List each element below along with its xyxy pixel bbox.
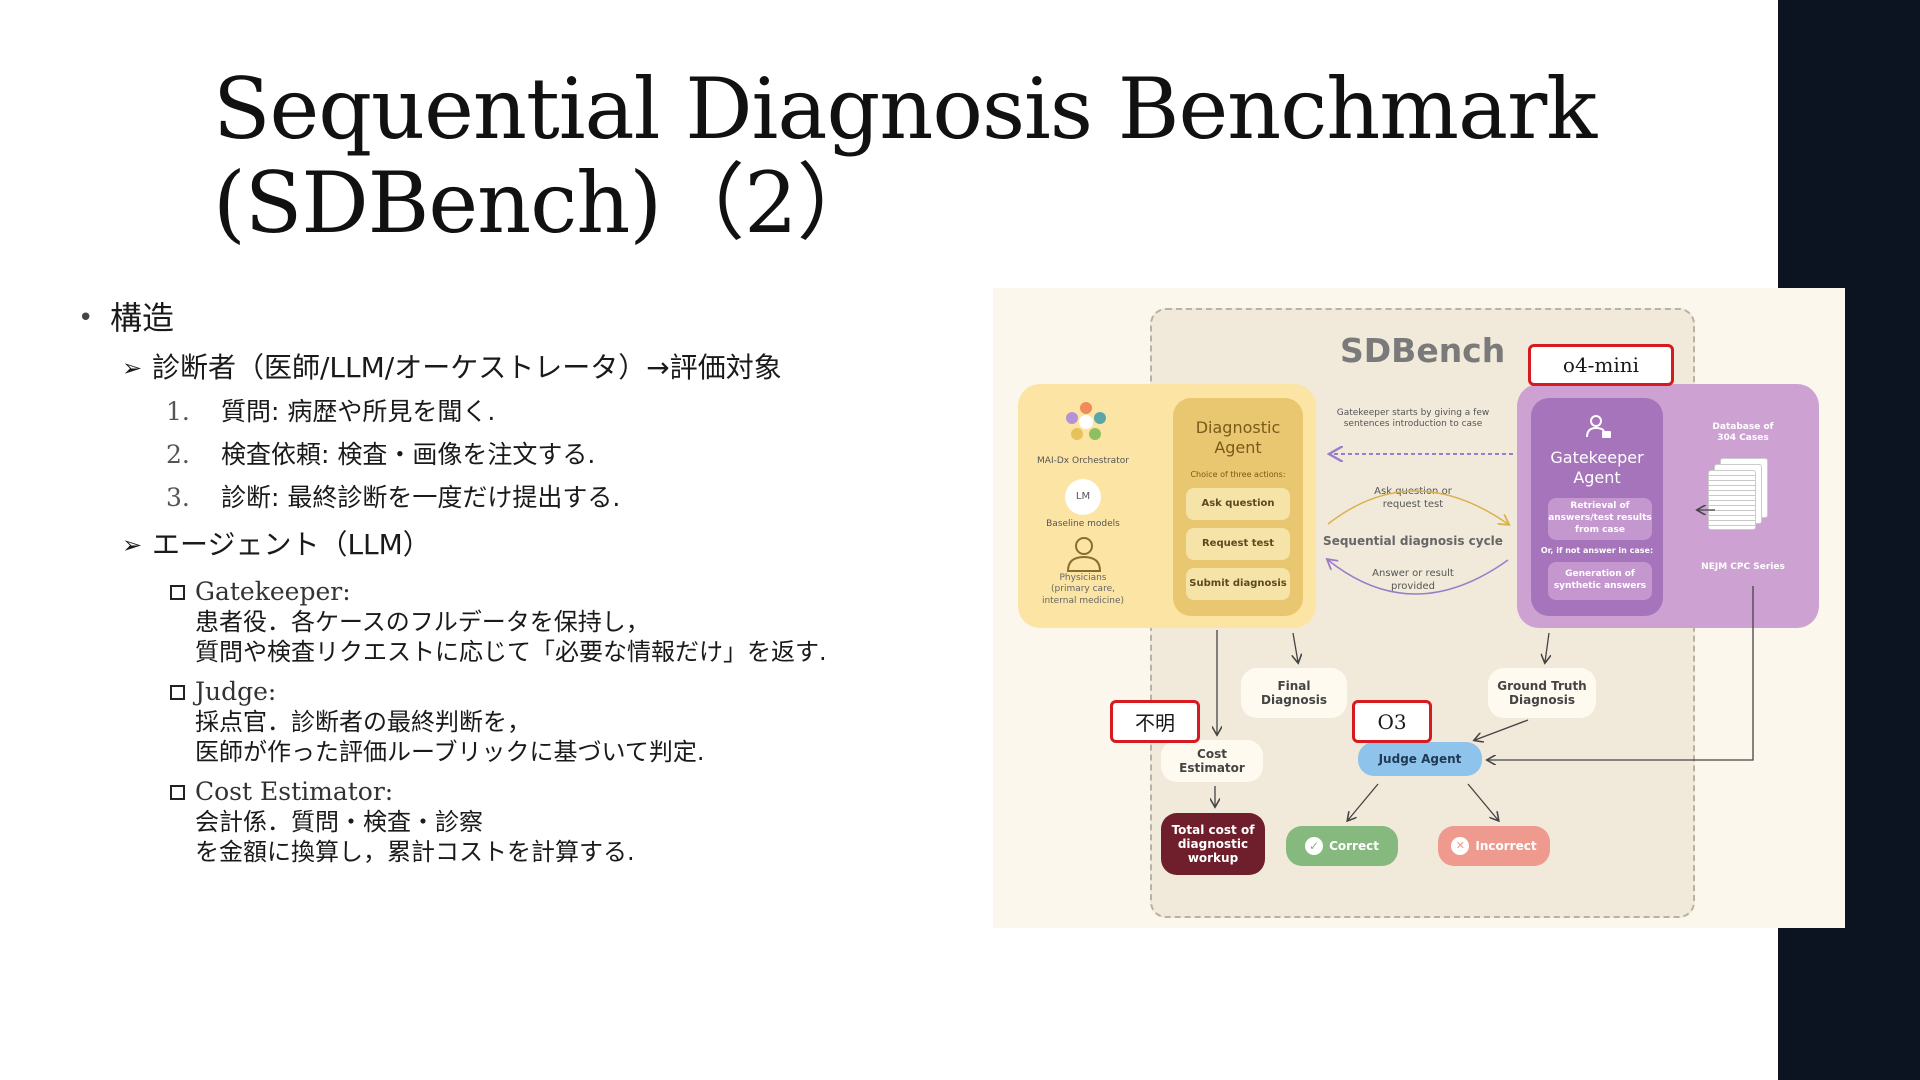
step-item: 2. 検査依頼: 検査・画像を注文する. bbox=[78, 433, 978, 476]
agent-name: Gatekeeper: bbox=[195, 577, 351, 606]
agents-item: ➢ エージェント（LLM） bbox=[78, 523, 978, 567]
agent-desc: を金額に換算し，累計コストを計算する. bbox=[195, 838, 635, 866]
incorrect-node: ✕ Incorrect bbox=[1438, 826, 1550, 866]
physician-icon bbox=[1066, 537, 1102, 572]
submit-diagnosis-action: Submit diagnosis bbox=[1186, 568, 1290, 600]
agent-cost-estimator: Cost Estimator: 会計係．質問・検査・診察 を金額に換算し，累計コ… bbox=[78, 777, 978, 867]
agent-desc: 患者役．各ケースのフルデータを保持し， bbox=[195, 608, 650, 636]
nejm-label: NEJM CPC Series bbox=[1701, 562, 1785, 572]
ground-truth-node: Ground Truth Diagnosis bbox=[1488, 668, 1596, 718]
arrow-bullet-icon: ➢ bbox=[122, 354, 143, 382]
step-text: 検査依頼: 検査・画像を注文する. bbox=[221, 440, 596, 469]
step-number: 1. bbox=[166, 397, 190, 426]
unknown-annotation: 不明 bbox=[1110, 700, 1200, 743]
gatekeeper-person-icon bbox=[1586, 415, 1611, 438]
cost-estimator-node: Cost Estimator bbox=[1161, 740, 1263, 782]
square-bullet-icon bbox=[170, 785, 185, 800]
agent-desc: 採点官．診断者の最終判断を， bbox=[195, 708, 531, 736]
ask-question-action: Ask question bbox=[1186, 488, 1290, 520]
agents-text: エージェント（LLM） bbox=[152, 528, 431, 561]
judge-agent-node: Judge Agent bbox=[1358, 742, 1482, 776]
step-item: 3. 診断: 最終診断を一度だけ提出する. bbox=[78, 476, 978, 519]
cross-icon: ✕ bbox=[1451, 837, 1470, 855]
incorrect-label: Incorrect bbox=[1475, 839, 1537, 853]
bullet-dot: • bbox=[78, 303, 94, 333]
diagnostician-item: ➢ 診断者（医師/LLM/オーケストレータ）→評価対象 bbox=[78, 346, 978, 390]
or-label: Or, if not answer in case: bbox=[1540, 546, 1654, 555]
generation-box: Generation of synthetic answers bbox=[1548, 562, 1652, 600]
baseline-label: Baseline models bbox=[1046, 519, 1120, 529]
step-text: 診断: 最終診断を一度だけ提出する. bbox=[221, 483, 621, 512]
diagnostician-text: 診断者（医師/LLM/オーケストレータ）→評価対象 bbox=[152, 351, 782, 384]
request-test-action: Request test bbox=[1186, 528, 1290, 560]
o3-annotation: O3 bbox=[1352, 700, 1432, 743]
sdbench-title: SDBench bbox=[1340, 331, 1506, 370]
slide-body: • 構造 ➢ 診断者（医師/LLM/オーケストレータ）→評価対象 1. 質問: … bbox=[78, 290, 978, 867]
diagnostic-agent-title: Diagnostic Agent bbox=[1195, 418, 1281, 457]
step-text: 質問: 病歴や所見を聞く. bbox=[221, 397, 496, 426]
agent-desc: 医師が作った評価ルーブリックに基づいて判定. bbox=[195, 738, 705, 766]
title-line-2: (SDBench)（2） bbox=[213, 154, 881, 252]
square-bullet-icon bbox=[170, 685, 185, 700]
correct-node: ✓ Correct bbox=[1286, 826, 1398, 866]
structure-heading: 構造 bbox=[110, 299, 175, 337]
agent-desc: 質問や検査リクエストに応じて「必要な情報だけ」を返す. bbox=[195, 638, 827, 666]
agent-name: Cost Estimator: bbox=[195, 777, 394, 806]
total-cost-node: Total cost of diagnostic workup bbox=[1161, 813, 1265, 875]
sdbench-diagram: SDBench MAI-Dx Orchestrator LM Baseline … bbox=[993, 288, 1845, 928]
case-document-icon bbox=[1708, 470, 1756, 530]
agent-desc: 会計係．質問・検査・診察 bbox=[195, 808, 483, 836]
diagram-arrows bbox=[993, 288, 1754, 928]
lm-badge: LM bbox=[1065, 479, 1101, 515]
actions-subtitle: Choice of three actions: bbox=[1190, 470, 1286, 479]
orchestrator-icon bbox=[1066, 402, 1106, 440]
correct-label: Correct bbox=[1329, 839, 1379, 853]
structure-bullet: • 構造 bbox=[78, 290, 978, 346]
check-icon: ✓ bbox=[1305, 837, 1324, 855]
arrow-bullet-icon: ➢ bbox=[122, 531, 143, 559]
title-line-1: Sequential Diagnosis Benchmark bbox=[213, 60, 1597, 158]
orchestrator-label: MAI-Dx Orchestrator bbox=[1037, 456, 1129, 466]
agent-name: Judge: bbox=[195, 677, 277, 706]
retrieval-box: Retrieval of answers/test results from c… bbox=[1548, 498, 1652, 540]
step-number: 2. bbox=[166, 440, 190, 469]
o4-mini-annotation: o4-mini bbox=[1528, 344, 1674, 386]
step-item: 1. 質問: 病歴や所見を聞く. bbox=[78, 390, 978, 433]
gatekeeper-agent-title: Gatekeeper Agent bbox=[1550, 448, 1644, 487]
square-bullet-icon bbox=[170, 585, 185, 600]
slide-title: Sequential Diagnosis Benchmark (SDBench)… bbox=[213, 62, 1663, 250]
step-number: 3. bbox=[166, 483, 190, 512]
agent-judge: Judge: 採点官．診断者の最終判断を， 医師が作った評価ルーブリックに基づい… bbox=[78, 677, 978, 767]
gatekeeper-intro-text: Gatekeeper starts by giving a few senten… bbox=[1336, 408, 1490, 430]
final-diagnosis-node: Final Diagnosis bbox=[1241, 668, 1347, 718]
cycle-label: Sequential diagnosis cycle bbox=[1323, 534, 1503, 548]
agent-gatekeeper: Gatekeeper: 患者役．各ケースのフルデータを保持し， 質問や検査リクエ… bbox=[78, 577, 978, 667]
database-label: Database of 304 Cases bbox=[1712, 422, 1774, 444]
physicians-label: Physicians (primary care, internal medic… bbox=[1041, 573, 1125, 606]
answer-label: Answer or result provided bbox=[1372, 568, 1454, 592]
